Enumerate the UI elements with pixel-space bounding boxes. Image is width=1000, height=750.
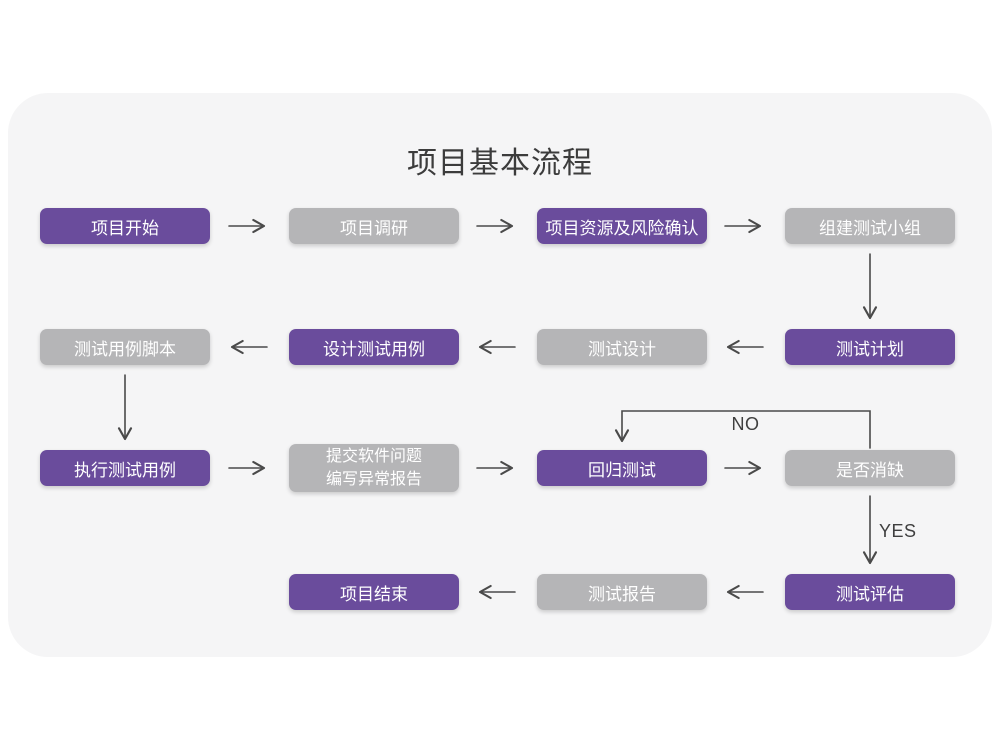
node-test-plan: 测试计划 [785, 329, 955, 365]
node-resource-risk-confirm-label: 项目资源及风险确认 [545, 218, 699, 238]
node-defect-cleared: 是否消缺 [785, 450, 955, 486]
node-project-start-label: 项目开始 [91, 218, 159, 238]
node-test-evaluate-label: 测试评估 [836, 584, 904, 604]
node-test-case-script: 测试用例脚本 [40, 329, 210, 365]
node-design-test-case: 设计测试用例 [289, 329, 459, 365]
node-build-test-team: 组建测试小组 [785, 208, 955, 244]
node-project-end: 项目结束 [289, 574, 459, 610]
node-execute-test-case-label: 执行测试用例 [74, 460, 176, 480]
node-regression-test-label: 回归测试 [588, 460, 656, 480]
node-test-case-script-label: 测试用例脚本 [74, 339, 176, 359]
node-test-evaluate: 测试评估 [785, 574, 955, 610]
page-title: 项目基本流程 [407, 147, 593, 180]
node-test-design-label: 测试设计 [588, 339, 656, 359]
branch-label-no: NO [731, 414, 760, 434]
node-project-end-label: 项目结束 [340, 584, 408, 604]
node-project-research-label: 项目调研 [340, 218, 408, 238]
node-submit-issue-report-label: 提交软件问题 编写异常报告 [325, 447, 422, 488]
node-build-test-team-label: 组建测试小组 [819, 218, 921, 238]
node-test-design: 测试设计 [537, 329, 707, 365]
node-submit-issue-report: 提交软件问题 编写异常报告 [289, 444, 459, 492]
node-design-test-case-label: 设计测试用例 [323, 339, 425, 359]
node-test-report-label: 测试报告 [588, 584, 656, 604]
flowchart-card [8, 93, 992, 657]
node-resource-risk-confirm: 项目资源及风险确认 [537, 208, 707, 244]
branch-label-yes: YES [879, 521, 917, 541]
node-execute-test-case: 执行测试用例 [40, 450, 210, 486]
node-regression-test: 回归测试 [537, 450, 707, 486]
node-defect-cleared-label: 是否消缺 [836, 460, 904, 480]
node-test-plan-label: 测试计划 [836, 339, 904, 359]
node-test-report: 测试报告 [537, 574, 707, 610]
node-project-start: 项目开始 [40, 208, 210, 244]
node-project-research: 项目调研 [289, 208, 459, 244]
